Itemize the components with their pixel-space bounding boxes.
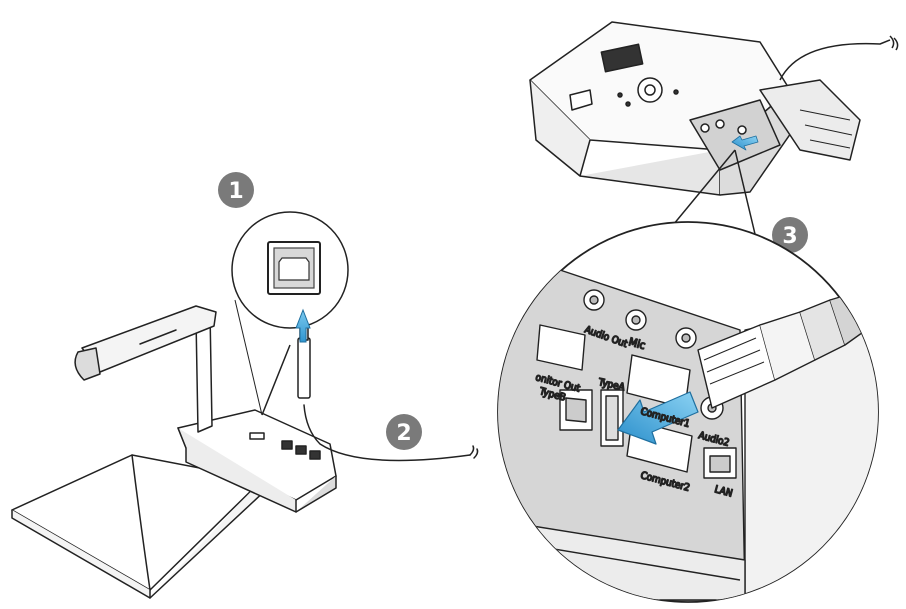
insert-arrow-up-icon <box>295 308 311 343</box>
port-zoom-left <box>231 211 349 416</box>
camera-arm <box>74 305 217 433</box>
usb-cable <box>303 404 471 462</box>
usb-b-port <box>267 241 321 295</box>
step-number-2: 2 <box>396 421 411 446</box>
document-camera <box>11 305 479 599</box>
projector-arrow-icon <box>731 135 759 151</box>
step-badge-3: 3 <box>772 217 808 253</box>
label-mic: Mic <box>627 335 647 352</box>
label-lan: LAN <box>713 484 733 499</box>
projector <box>529 21 899 196</box>
step-number-3: 3 <box>782 224 797 249</box>
document-sheet <box>11 454 269 599</box>
step-number-1: 1 <box>228 179 243 204</box>
port-zoom-right: Audio Out Mic onitor Out TypeB TypeA Com… <box>497 221 879 603</box>
step-badge-2: 2 <box>386 414 422 450</box>
insert-arrow-icon <box>617 391 699 445</box>
camera-base <box>177 409 337 513</box>
step-badge-1: 1 <box>218 172 254 208</box>
